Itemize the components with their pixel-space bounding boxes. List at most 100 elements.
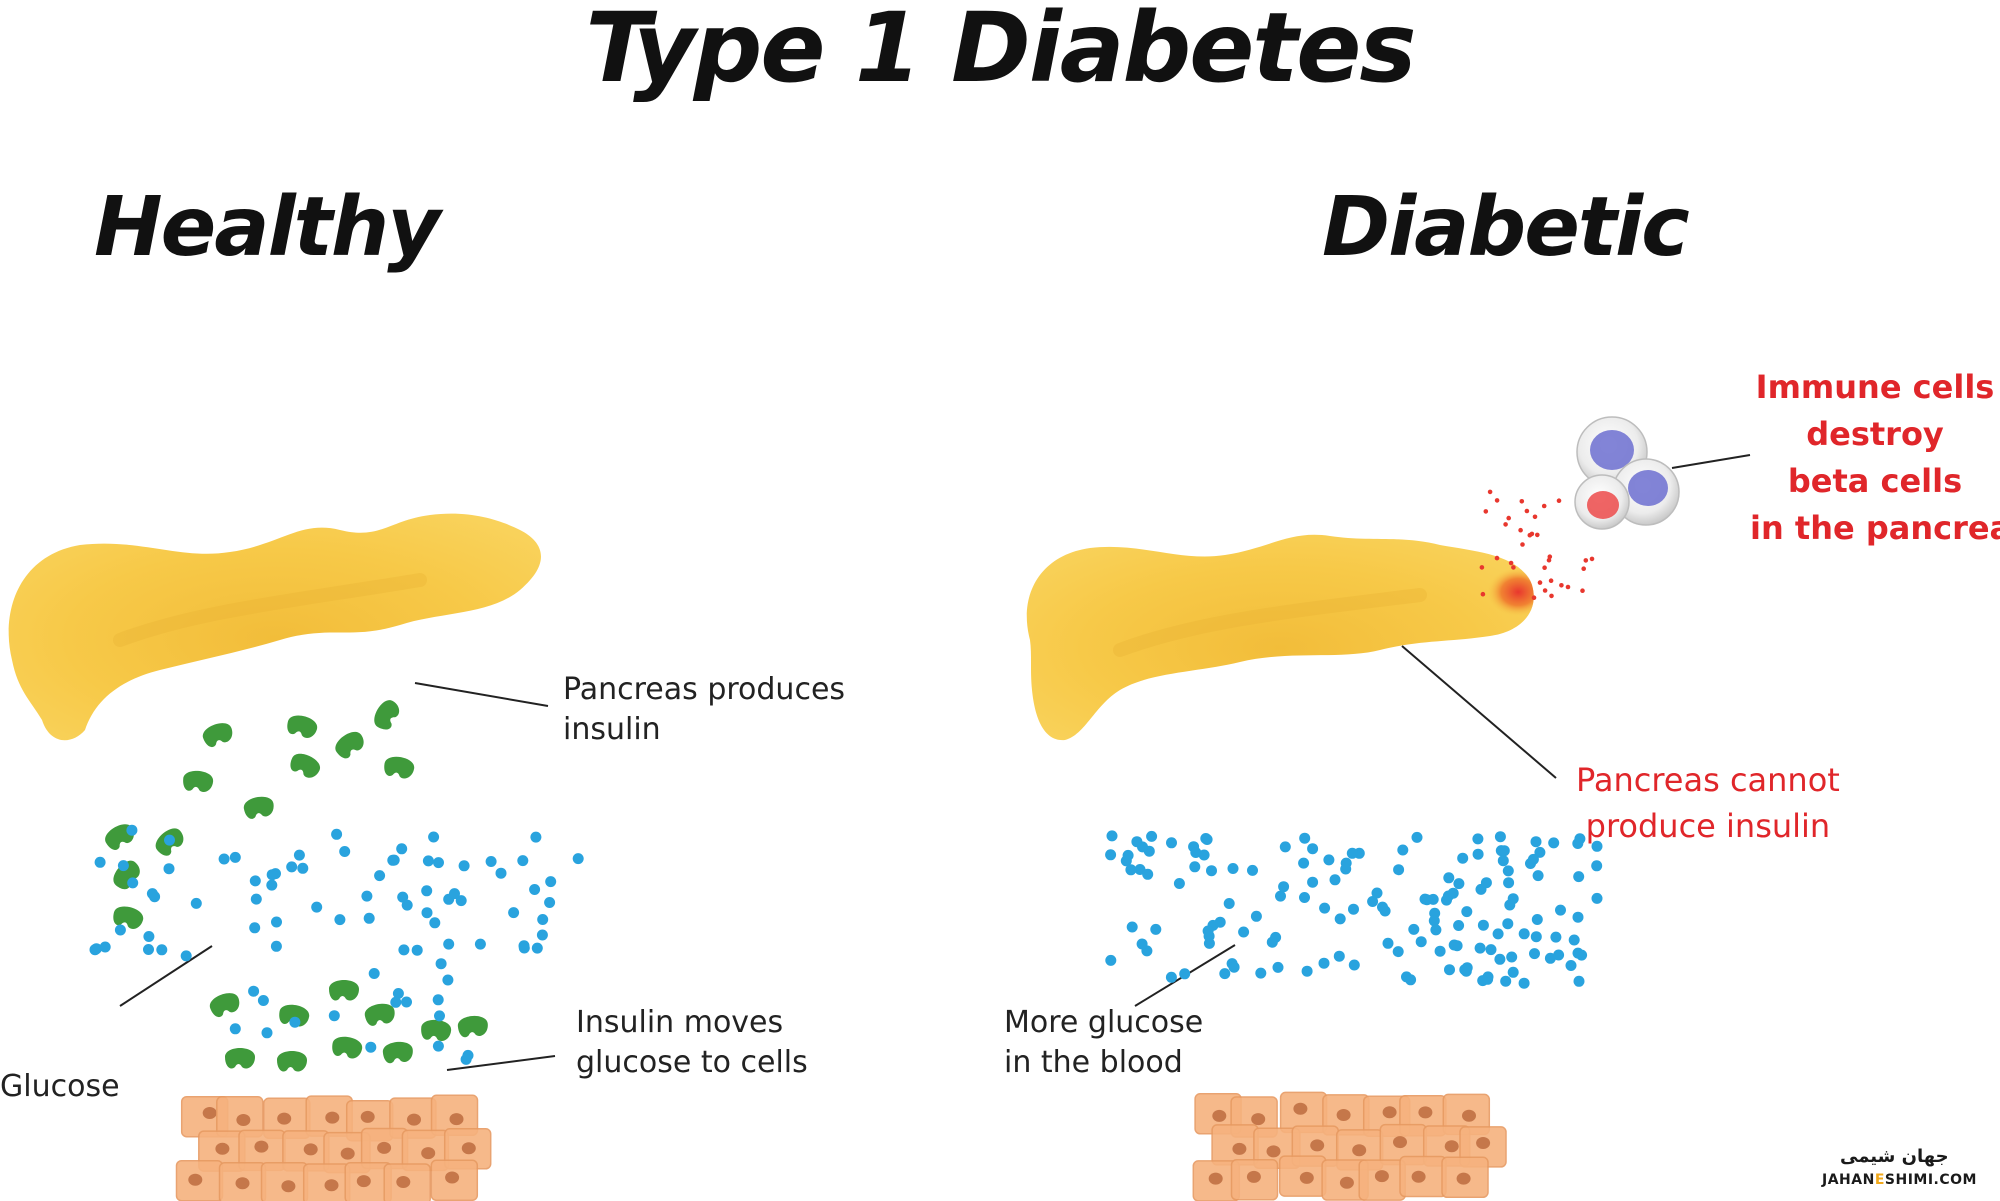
glucose-dot bbox=[572, 853, 584, 865]
glucose-dot bbox=[392, 988, 404, 999]
glucose-dot bbox=[117, 860, 129, 872]
glucose-dot bbox=[1415, 936, 1427, 948]
glucose-dot bbox=[1568, 934, 1580, 946]
glucose-dot bbox=[249, 922, 261, 934]
glucose-dot bbox=[1301, 965, 1313, 977]
cell-nucleus bbox=[324, 1179, 339, 1192]
glucose-dot bbox=[1591, 892, 1603, 904]
glucose-dot bbox=[1472, 833, 1484, 845]
glucose-dot bbox=[1573, 871, 1585, 883]
glucose-dot bbox=[1477, 975, 1489, 987]
cell-nucleus bbox=[1462, 1109, 1476, 1122]
damage-dot bbox=[1565, 584, 1571, 590]
cell-nucleus bbox=[1456, 1172, 1471, 1185]
glucose-dot bbox=[190, 897, 202, 909]
glucose-dot bbox=[1266, 936, 1278, 948]
glucose-dot bbox=[266, 879, 278, 891]
glucose-dot bbox=[1173, 878, 1185, 889]
glucose-dot bbox=[146, 888, 158, 900]
cell-nucleus bbox=[1374, 1170, 1389, 1183]
glucose-dot bbox=[1214, 916, 1226, 928]
insulin-molecule bbox=[243, 796, 274, 819]
cell-nucleus bbox=[421, 1147, 436, 1160]
insulin-molecule bbox=[210, 993, 240, 1018]
damage-dot bbox=[1519, 499, 1525, 504]
glucose-dot bbox=[1392, 946, 1404, 958]
insulin-shape bbox=[384, 756, 415, 779]
damage-dot bbox=[1549, 593, 1554, 599]
cell-nucleus bbox=[1476, 1137, 1491, 1149]
glucose-dot bbox=[1319, 902, 1331, 914]
damage-dot bbox=[1511, 565, 1516, 570]
glucose-dot bbox=[1527, 853, 1539, 865]
glucose-dot bbox=[1329, 874, 1341, 886]
insulin-molecule bbox=[183, 771, 214, 792]
glucose-dot bbox=[1443, 872, 1455, 884]
glucose-dot bbox=[1272, 961, 1284, 973]
glucose-dot bbox=[455, 895, 467, 907]
glucose-dot bbox=[1250, 910, 1262, 922]
glucose-dot bbox=[1137, 841, 1148, 853]
insulin-shape bbox=[329, 980, 359, 1001]
cell-nucleus bbox=[340, 1147, 355, 1160]
glucose-dot bbox=[1550, 931, 1562, 943]
glucose-dot bbox=[401, 996, 412, 1008]
glucose-dot bbox=[388, 854, 400, 866]
cell-nucleus bbox=[235, 1177, 250, 1190]
glucose-dot bbox=[1106, 830, 1118, 842]
glucose-dot bbox=[1223, 898, 1235, 909]
glucose-dot bbox=[1461, 906, 1473, 918]
glucose-dot bbox=[485, 856, 497, 867]
cell-nucleus bbox=[325, 1111, 340, 1124]
label-pancreas-cannot-produce-insulin: Pancreas cannot produce insulin bbox=[1576, 761, 1840, 845]
glucose-dot bbox=[397, 891, 409, 903]
glucose-dot bbox=[1453, 920, 1465, 931]
glucose-dot bbox=[1227, 863, 1239, 874]
diabetic-pancreas bbox=[1026, 534, 1534, 741]
glucose-dot bbox=[1492, 928, 1504, 940]
label-insulin-moves-glucose: Insulin moves glucose to cells bbox=[576, 1005, 808, 1080]
glucose-dot bbox=[1382, 937, 1394, 949]
cell-nucleus bbox=[449, 1113, 464, 1126]
glucose-dot bbox=[1219, 968, 1231, 980]
damage-dot bbox=[1559, 583, 1564, 588]
glucose-dot bbox=[1397, 844, 1409, 856]
cell-nucleus bbox=[407, 1113, 421, 1126]
glucose-dot bbox=[1530, 836, 1542, 848]
insulin-shape bbox=[457, 1016, 488, 1038]
damage-dot bbox=[1479, 565, 1485, 570]
insulin-molecule bbox=[421, 1020, 452, 1041]
glucose-dot bbox=[1428, 915, 1440, 927]
cell-nucleus bbox=[445, 1171, 460, 1184]
glucose-dot bbox=[1334, 913, 1346, 925]
glucose-dot bbox=[458, 860, 470, 872]
glucose-dot bbox=[1348, 959, 1360, 971]
cell-nucleus bbox=[202, 1107, 217, 1119]
cell-nucleus bbox=[1339, 1176, 1354, 1189]
label-pancreas-produces-insulin: Pancreas produces insulin bbox=[563, 672, 846, 747]
glucose-dot bbox=[1136, 938, 1148, 950]
insulin-molecule bbox=[364, 1003, 395, 1026]
glucose-dot bbox=[398, 944, 410, 956]
glucose-dot bbox=[311, 901, 323, 913]
cell-nucleus bbox=[1293, 1102, 1308, 1115]
glucose-dot bbox=[1228, 961, 1240, 973]
glucose-dot bbox=[1190, 847, 1202, 858]
glucose-dot bbox=[1591, 860, 1603, 872]
glucose-dot bbox=[1307, 876, 1319, 888]
glucose-dot bbox=[434, 1010, 445, 1022]
insulin-molecule bbox=[384, 756, 415, 779]
damage-dot bbox=[1546, 557, 1552, 563]
glucose-dot bbox=[529, 884, 541, 895]
cell-nucleus bbox=[1382, 1106, 1397, 1119]
glucose-dot bbox=[1534, 846, 1546, 858]
glucose-dot bbox=[1544, 952, 1556, 964]
body-cells-healthy bbox=[175, 1094, 492, 1201]
glucose-dot bbox=[248, 985, 260, 997]
glucose-dot bbox=[1120, 855, 1132, 867]
glucose-dot bbox=[1299, 892, 1310, 903]
glucose-dot bbox=[433, 857, 444, 869]
glucose-dot bbox=[1434, 945, 1446, 957]
